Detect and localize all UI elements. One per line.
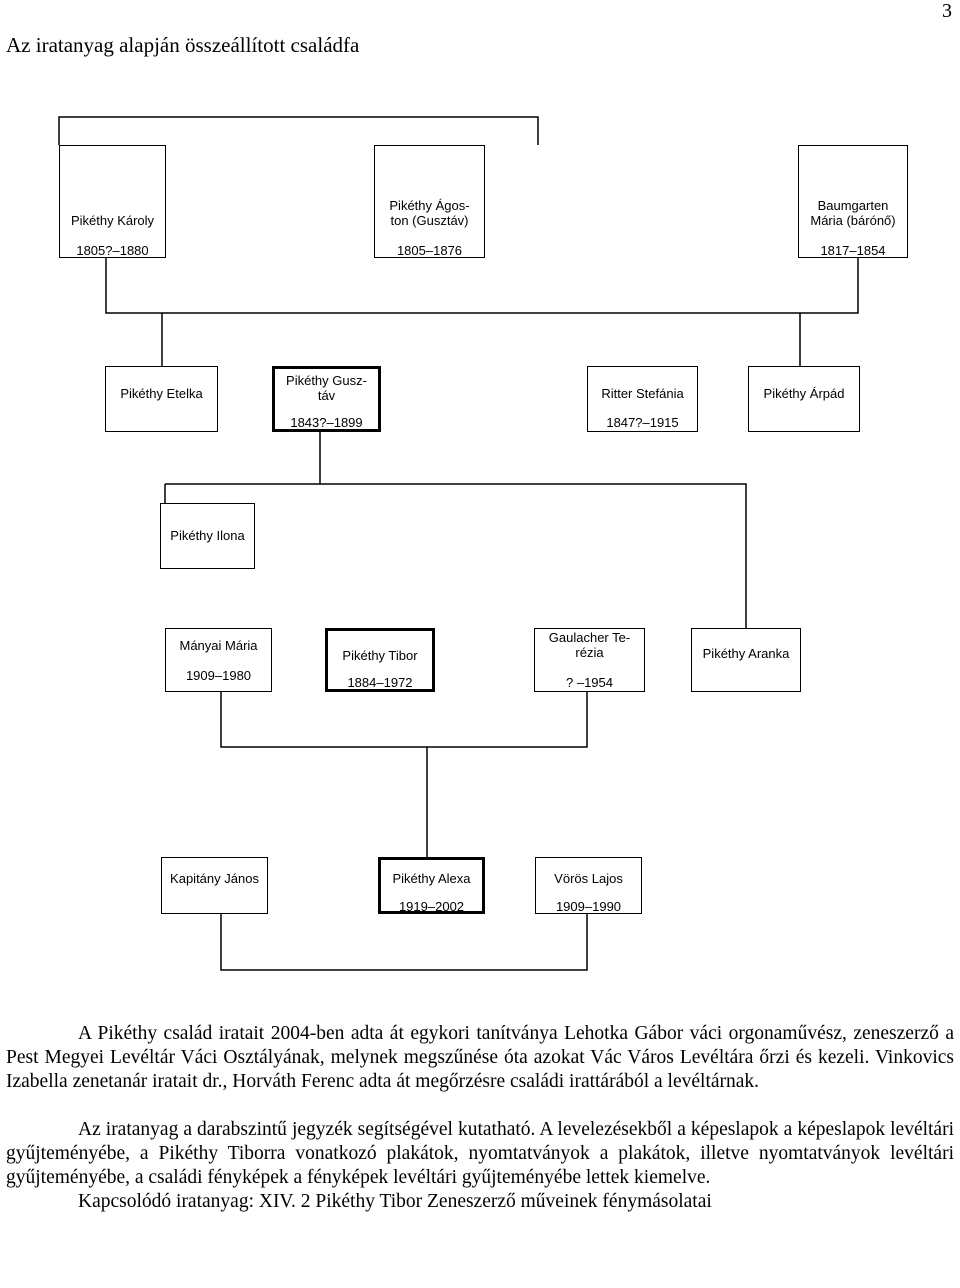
person-name: Pikéthy Etelka [120,386,203,401]
person-name: Pikéthy Ilona [170,528,245,543]
person-name: Pikéthy Ágos- ton (Gusztáv) [389,198,470,228]
person-pikethy-aranka: Pikéthy Aranka [691,628,801,692]
person-pikethy-ilona: Pikéthy Ilona [160,503,255,569]
person-pikethy-etelka: Pikéthy Etelka [105,366,218,432]
person-manyai-maria: Mányai Mária 1909–1980 [165,628,272,692]
person-dates: 1843?–1899 [290,415,363,430]
person-name: Ritter Stefánia [601,386,684,401]
body-text: A Pikéthy család iratait 2004-ben adta á… [6,1022,954,1214]
person-dates: 1805–1876 [396,243,463,258]
person-pikethy-agoston: Pikéthy Ágos- ton (Gusztáv) 1805–1876 [374,145,485,258]
person-pikethy-gusztav: Pikéthy Gusz- táv 1843?–1899 [272,366,381,432]
person-name: Baumgarten Mária (bárónő) [810,198,896,228]
person-name: Mányai Mária [179,638,258,653]
person-dates: 1884–1972 [347,675,413,690]
page-number: 3 [942,0,952,22]
person-dates: 1847?–1915 [606,415,679,430]
paragraph-related-material: Kapcsolódó iratanyag: XIV. 2 Pikéthy Tib… [78,1191,712,1212]
family-tree-connectors [58,116,859,971]
person-pikethy-arpad: Pikéthy Árpád [748,366,860,432]
person-name: Gaulacher Te- rézia [548,630,631,660]
person-name: Pikéthy Aranka [702,646,790,661]
person-dates: 1817–1854 [820,243,886,258]
person-name: Kapitány János [170,871,259,886]
person-gaulacher-terezia: Gaulacher Te- rézia ? –1954 [534,628,645,692]
person-baumgarten-maria: Baumgarten Mária (bárónő) 1817–1854 [798,145,908,258]
person-dates: ? –1954 [566,675,613,690]
person-pikethy-tibor: Pikéthy Tibor 1884–1972 [325,628,435,692]
person-dates: 1909–1990 [555,899,622,914]
paragraph-research: Az iratanyag a darabszintű jegyzék segít… [6,1119,954,1188]
person-kapitany-janos: Kapitány János [161,857,268,914]
person-dates: 1805?–1880 [76,243,149,258]
person-dates: 1909–1980 [185,668,252,683]
person-name: Vörös Lajos [554,871,623,886]
person-name: Pikéthy Alexa [392,871,471,886]
person-dates: 1919–2002 [398,899,465,914]
paragraph-donation: A Pikéthy család iratait 2004-ben adta á… [6,1023,954,1092]
person-name: Pikéthy Tibor [342,648,418,663]
person-name: Pikéthy Károly [70,213,155,228]
person-name: Pikéthy Gusz- táv [286,373,367,403]
page-title: Az iratanyag alapján összeállított csalá… [6,33,360,57]
person-name: Pikéthy Árpád [763,386,845,401]
person-voros-lajos: Vörös Lajos 1909–1990 [535,857,642,914]
person-ritter-stefania: Ritter Stefánia 1847?–1915 [587,366,698,432]
person-pikethy-alexa: Pikéthy Alexa 1919–2002 [378,857,485,914]
person-pikethy-karoly: Pikéthy Károly 1805?–1880 [59,145,166,258]
